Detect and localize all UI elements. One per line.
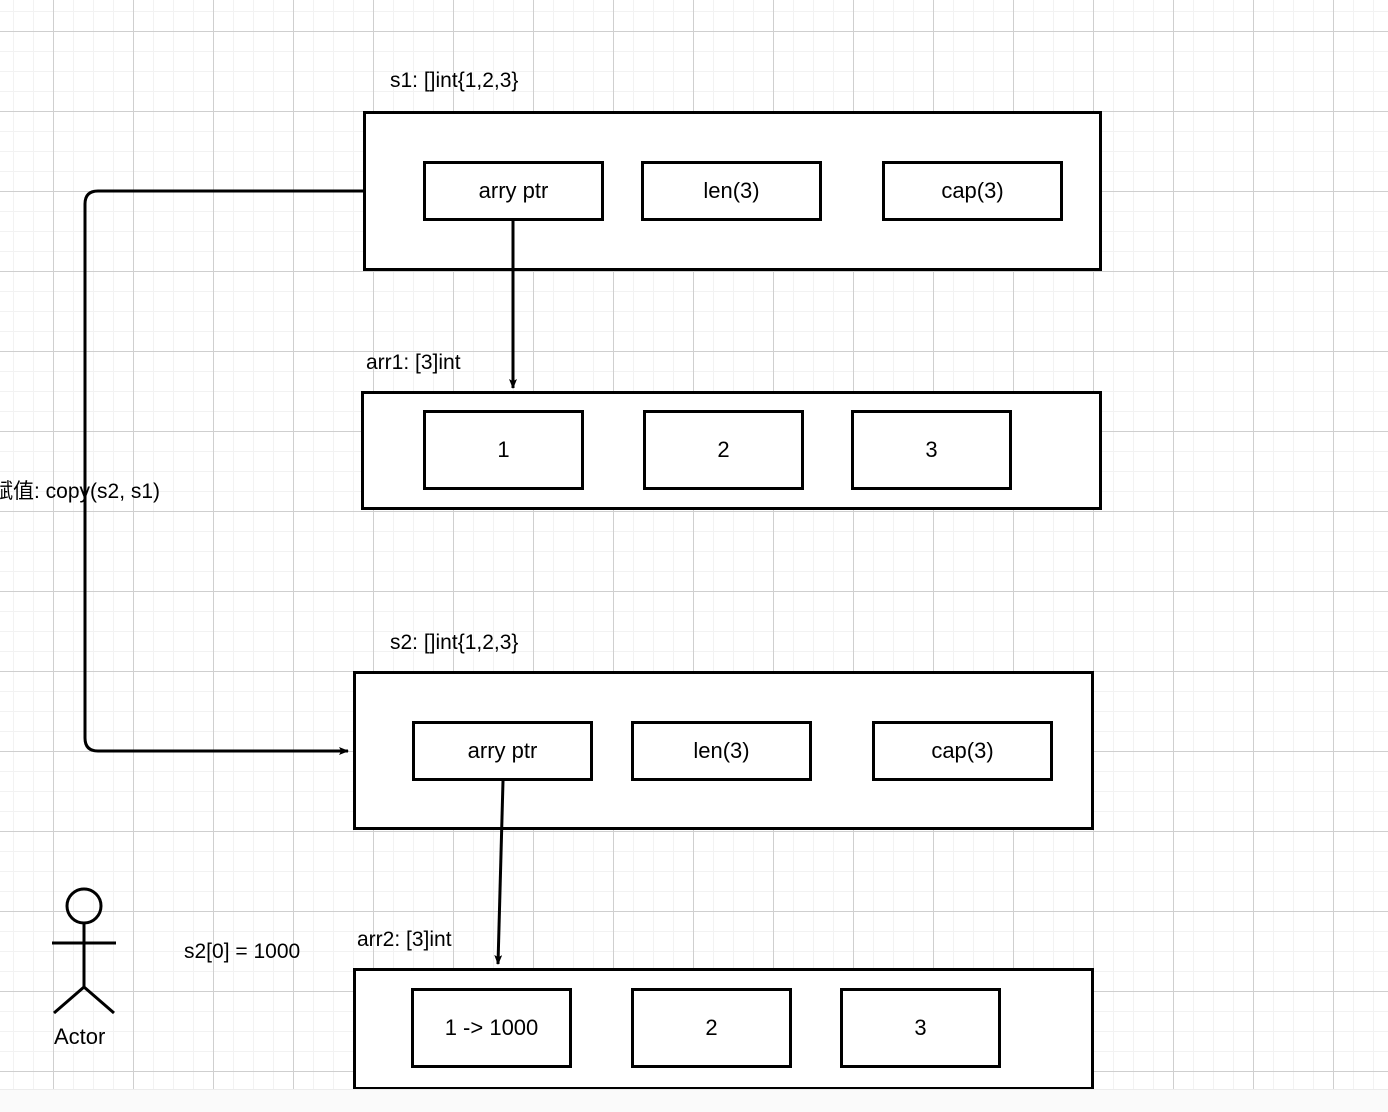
arr1-cell-0[interactable]: 1: [423, 410, 584, 490]
actor-head-icon: [65, 887, 103, 925]
actor-label: Actor: [54, 1024, 106, 1049]
s1-field-arry-ptr[interactable]: arry ptr: [423, 161, 604, 221]
s1-field-cap[interactable]: cap(3): [882, 161, 1063, 221]
s1-field-len-label: len(3): [703, 178, 760, 203]
s2-field-arry-ptr[interactable]: arry ptr: [412, 721, 593, 781]
copy-edge-annotation: 赋值: copy(s2, s1): [0, 480, 161, 503]
canvas-bottom-edge: [0, 1089, 1388, 1112]
arr2-cell-2[interactable]: 3: [840, 988, 1001, 1068]
arr1-cell-2-value: 3: [925, 437, 938, 462]
s1-field-len[interactable]: len(3): [641, 161, 822, 221]
s1-field-arry-ptr-label: arry ptr: [478, 178, 549, 203]
mutation-annotation: s2[0] = 1000: [184, 940, 301, 963]
arr1-cell-1-value: 2: [717, 437, 730, 462]
arr2-cell-0[interactable]: 1 -> 1000: [411, 988, 572, 1068]
arr2-cell-1-value: 2: [705, 1015, 718, 1040]
actor-right-leg-icon: [83, 985, 115, 1015]
arr2-cell-1[interactable]: 2: [631, 988, 792, 1068]
s1-field-cap-label: cap(3): [941, 178, 1004, 203]
s2-field-len-label: len(3): [693, 738, 750, 763]
s2-field-cap[interactable]: cap(3): [872, 721, 1053, 781]
edge-copy-s1-to-s2[interactable]: [83, 189, 363, 755]
arr1-cell-0-value: 1: [497, 437, 510, 462]
arr2-cell-0-value: 1 -> 1000: [444, 1015, 539, 1040]
s2-field-cap-label: cap(3): [931, 738, 994, 763]
arr1-label: arr1: [3]int: [366, 351, 461, 374]
s2-field-arry-ptr-label: arry ptr: [467, 738, 538, 763]
s1-label: s1: []int{1,2,3}: [390, 69, 519, 92]
s2-field-len[interactable]: len(3): [631, 721, 812, 781]
arr2-label: arr2: [3]int: [357, 928, 452, 951]
actor-left-leg-icon: [53, 985, 85, 1015]
arr2-cell-2-value: 3: [914, 1015, 927, 1040]
edge-s2-ptr-to-arr2[interactable]: [494, 780, 505, 965]
actor-figure[interactable]: [52, 887, 116, 1015]
arr1-cell-1[interactable]: 2: [643, 410, 804, 490]
s2-label: s2: []int{1,2,3}: [390, 631, 519, 654]
arr1-cell-2[interactable]: 3: [851, 410, 1012, 490]
